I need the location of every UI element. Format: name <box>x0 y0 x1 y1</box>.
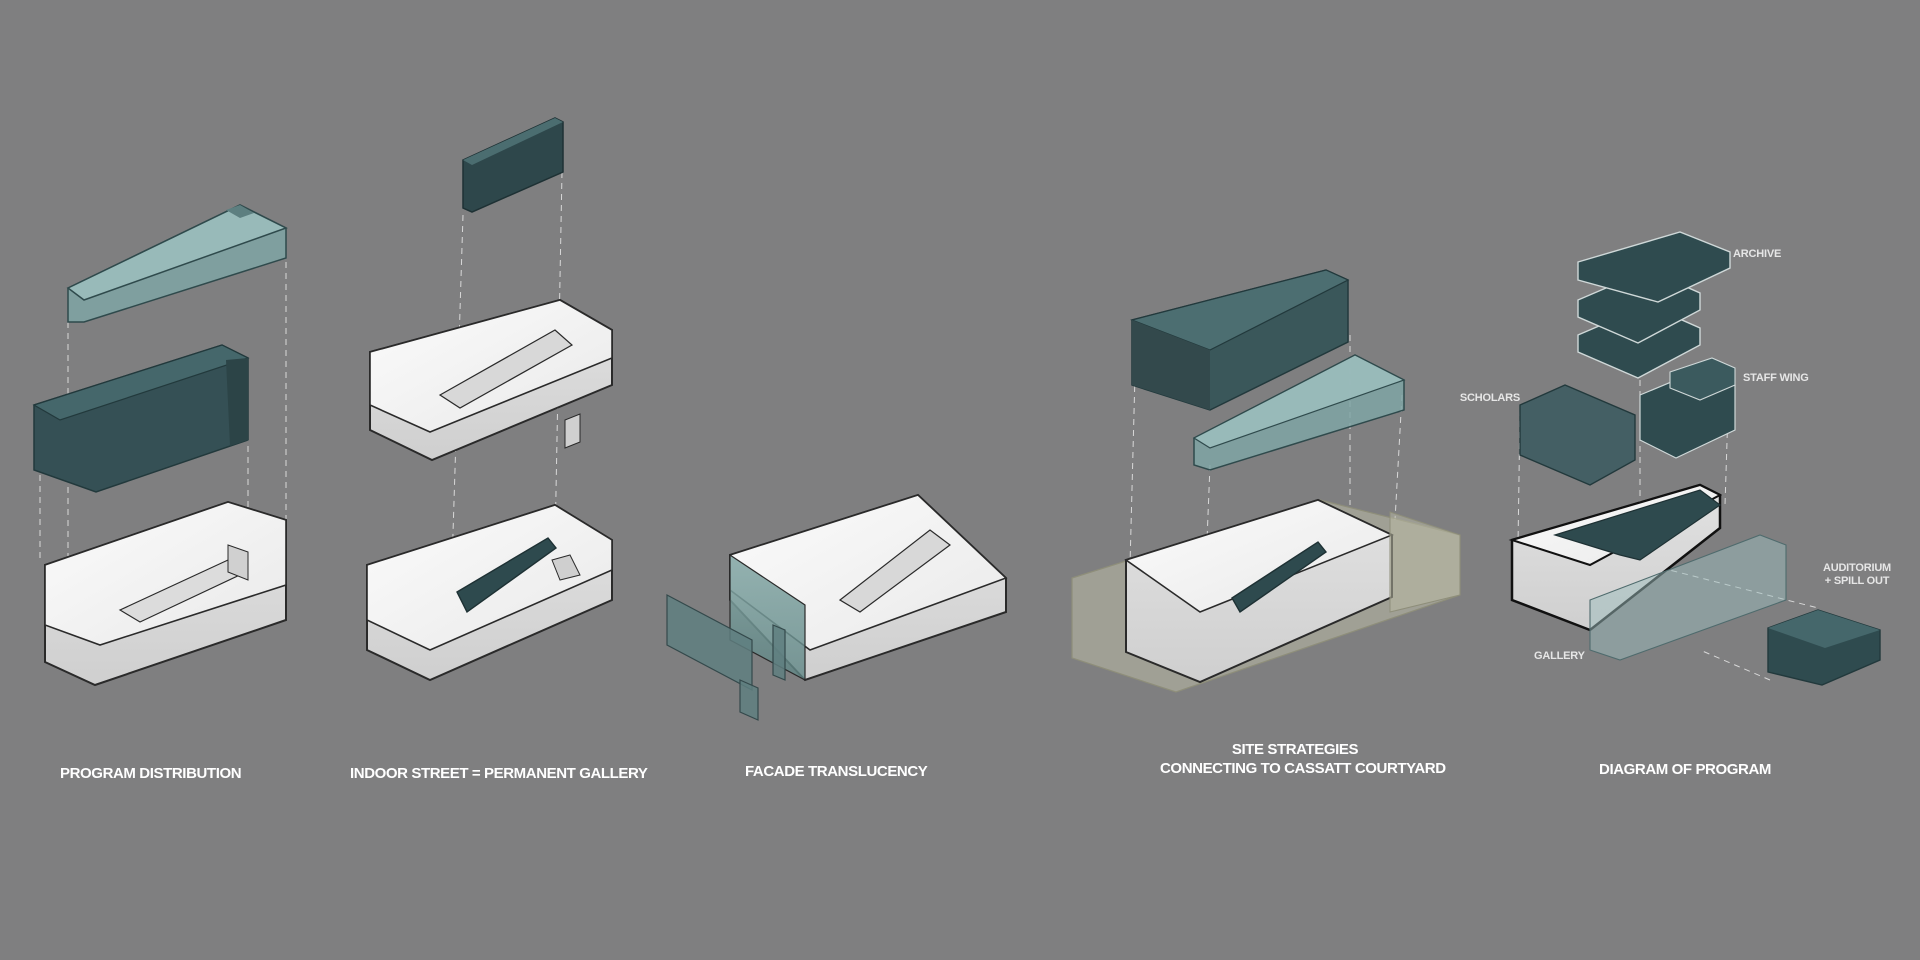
auditorium-mass <box>1767 609 1881 686</box>
staff-wing-mass <box>1639 357 1736 459</box>
archive-stack <box>1577 231 1731 379</box>
label-scholars: SCHOLARS <box>1459 392 1520 404</box>
label-archive: ARCHIVE <box>1733 248 1782 260</box>
white-mass-facade <box>729 493 1008 682</box>
site-mass-with-courtyard <box>1071 498 1461 693</box>
glass-facade-panels <box>666 594 786 721</box>
dark-slab-top <box>462 117 564 213</box>
label-auditorium: AUDITORIUM + SPILL OUT <box>1822 562 1892 587</box>
panel-diagram-of-program <box>1508 231 1881 686</box>
white-floor-upper <box>369 298 613 462</box>
caption-facade-translucency: FACADE TRANSLUCENCY <box>745 763 928 780</box>
caption-program-distribution: PROGRAM DISTRIBUTION <box>60 765 242 782</box>
caption-site-strategies: SITE STRATEGIES CONNECTING TO CASSATT CO… <box>1160 741 1446 777</box>
glass-wedge-middle <box>1192 354 1406 471</box>
white-mass-base <box>44 500 287 687</box>
program-base-mass <box>1508 483 1787 661</box>
dark-wedge-top <box>1130 269 1350 411</box>
label-staff-wing: STAFF WING <box>1743 372 1809 384</box>
dark-mass-middle <box>32 344 250 493</box>
panel-indoor-street <box>366 117 613 682</box>
label-gallery: GALLERY <box>1534 650 1585 662</box>
panel-facade-translucency <box>666 493 1008 721</box>
caption-indoor-street: INDOOR STREET = PERMANENT GALLERY <box>350 765 648 782</box>
glass-wedge-upper <box>66 204 288 323</box>
panel-site-strategies <box>1071 269 1461 693</box>
white-floor-lower <box>366 503 613 682</box>
guide-lines <box>451 171 563 566</box>
caption-diagram-of-program: DIAGRAM OF PROGRAM <box>1599 761 1771 778</box>
scholars-mass <box>1519 384 1636 486</box>
panel-program-distribution <box>32 204 288 687</box>
